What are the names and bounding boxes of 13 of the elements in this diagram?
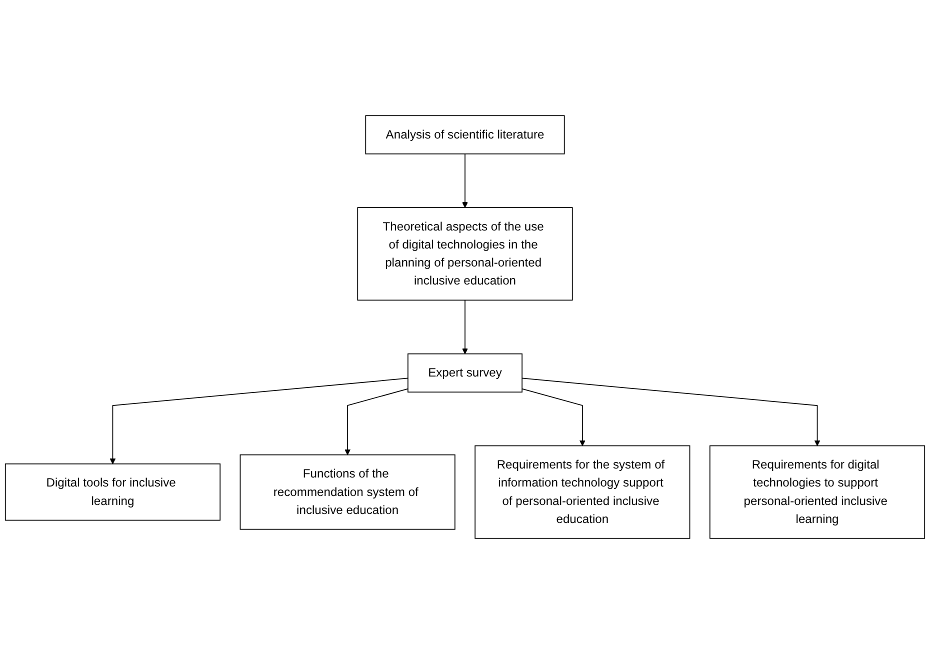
node-box: Theoretical aspects of the use of digital technologies in the planning of personal-oriented inclusive education bbox=[357, 207, 573, 301]
node-box: Expert survey bbox=[408, 353, 522, 393]
node-box: Requirements for digital technologies to support personal-oriented inclusive learning bbox=[709, 445, 926, 539]
arrow bbox=[462, 153, 468, 208]
node-box: Analysis of scientific literature bbox=[365, 115, 565, 154]
arrow bbox=[344, 388, 408, 456]
node-box: Digital tools for inclusive learning bbox=[4, 463, 221, 521]
arrow bbox=[110, 378, 408, 464]
arrow bbox=[522, 388, 586, 446]
node-box: Requirements for the system of information technology support of personal-oriented inclusive education bbox=[474, 445, 690, 539]
arrow bbox=[522, 378, 820, 446]
node-box: Functions of the recommendation system of inclusive education bbox=[240, 454, 456, 530]
arrow bbox=[462, 300, 468, 354]
